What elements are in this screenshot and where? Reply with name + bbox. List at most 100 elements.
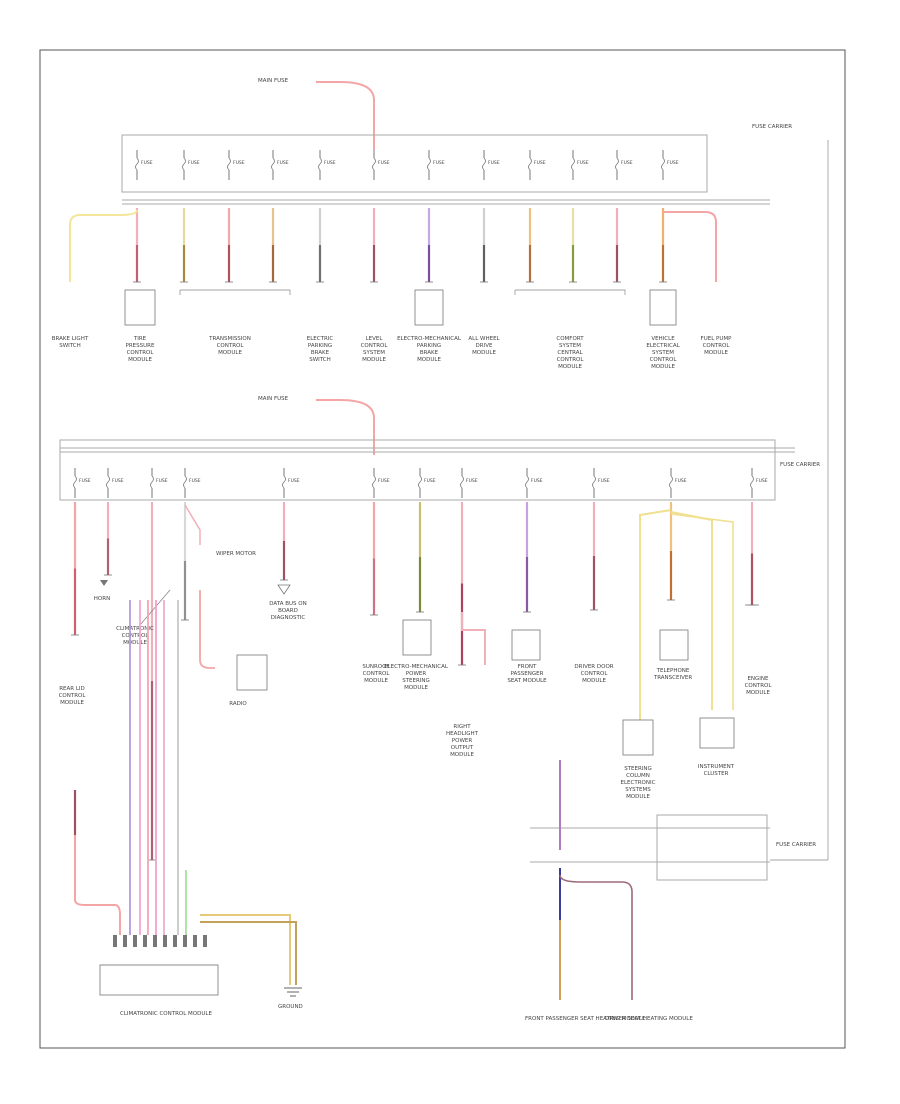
- middle-fuse-7: FUSE: [418, 468, 436, 498]
- top-fuse-5-label: FUSE: [324, 160, 336, 166]
- connector-pin-7: [173, 935, 177, 947]
- middle-box-power-steering: [402, 619, 432, 656]
- middle-feed-wire: [316, 399, 375, 455]
- top-fuse-row: FUSE FUSE FUSE FUSE FUSE FUSE FUSE FUSE FUSE FUSE…: [135, 150, 679, 180]
- top-fuse-2: FUSE: [182, 150, 200, 180]
- horn-ground-icon: [100, 580, 108, 586]
- top-fuse-6-label: FUSE: [378, 160, 390, 166]
- top-component-box-9: [649, 289, 677, 326]
- telephone-branch-wire: [639, 509, 672, 720]
- top-wire-4: [269, 208, 277, 283]
- top-wire-row: [69, 208, 717, 283]
- middle-fuse-9: FUSE: [525, 468, 543, 498]
- top-fuse-11-label: FUSE: [621, 160, 633, 166]
- connector-pin-2: [123, 935, 127, 947]
- middle-right-label: FUSE CARRIER: [780, 462, 820, 468]
- middle-wire-11: [667, 502, 675, 601]
- left-loop-wire: [74, 835, 121, 935]
- top-fuse-1-label: FUSE: [141, 160, 153, 166]
- middle-fuse-3-label: FUSE: [156, 478, 168, 484]
- middle-fuse-5: FUSE: [282, 468, 300, 498]
- middle-fuse-12-label: FUSE: [756, 478, 768, 484]
- connector-block: [99, 964, 219, 996]
- top-fuse-8: FUSE: [482, 150, 500, 180]
- top-wire-3: [225, 208, 233, 283]
- top-component-box-2: [124, 289, 156, 326]
- top-fuse-4: FUSE: [271, 150, 289, 180]
- top-wire-8: [480, 208, 488, 283]
- middle-fuse-2-label: FUSE: [112, 478, 124, 484]
- middle-wire-7: [416, 502, 424, 613]
- connector-pin-3: [133, 935, 137, 947]
- middle-fuse-6-label: FUSE: [378, 478, 390, 484]
- top-fuse-12-label: FUSE: [667, 160, 679, 166]
- top-wire-11: [613, 208, 621, 283]
- brake-light-branch-wire: [69, 209, 138, 282]
- middle-wire-3: [148, 502, 156, 861]
- middle-fuse-2: FUSE: [106, 468, 124, 498]
- wiper-motor-wire: [199, 590, 215, 669]
- top-fuse-10: FUSE: [571, 150, 589, 180]
- connector-pin-10: [203, 935, 207, 947]
- middle-box-steering-column: [622, 719, 654, 756]
- top-fuse-9: FUSE: [528, 150, 546, 180]
- top-wire-6: [370, 208, 378, 283]
- middle-fuse-1-label: FUSE: [79, 478, 91, 484]
- top-wire-10: [569, 208, 577, 283]
- middle-wire-8: [458, 502, 466, 666]
- top-wire-12: [659, 208, 667, 283]
- top-fuse-2-label: FUSE: [188, 160, 200, 166]
- middle-fuse-7-label: FUSE: [424, 478, 436, 484]
- middle-fuse-12: FUSE: [750, 468, 768, 498]
- top-fuse-7: FUSE: [427, 150, 445, 180]
- top-fuse-carrier: [121, 134, 708, 193]
- middle-box-telephone: [659, 629, 689, 661]
- middle-component-label-2: HORN: [94, 596, 110, 602]
- top-wire-2: [180, 208, 188, 283]
- middle-wire-5: [280, 502, 288, 581]
- middle-wire-12: [748, 502, 756, 606]
- middle-component-label-6: RADIO: [229, 701, 247, 707]
- middle-fuse-5-label: FUSE: [288, 478, 300, 484]
- seat-heat-label-2: DRIVER SEAT HEATING MODULE: [605, 1016, 693, 1022]
- connector-pin-9: [193, 935, 197, 947]
- engine-branch-wire-2: [670, 513, 734, 710]
- seat-heat-wire-4: [559, 874, 633, 1000]
- top-wire-9: [526, 208, 534, 283]
- power-steering-branch-wire: [461, 612, 486, 665]
- middle-fuse-carrier: [59, 439, 776, 501]
- top-fuse-12: FUSE: [661, 150, 679, 180]
- ground-wire: [200, 914, 291, 985]
- ground-wire-2: [200, 921, 297, 985]
- top-feed-wire: [316, 81, 375, 150]
- middle-fuse-row: FUSE FUSE FUSE FUSE FUSE FUSE FUSE FUSE FUSE FUSE…: [73, 468, 768, 498]
- middle-component-label-4: WIPER MOTOR: [216, 551, 256, 557]
- connector-pin-6: [163, 935, 167, 947]
- top-wire-5: [316, 208, 324, 283]
- ground-symbol: [284, 987, 302, 997]
- middle-fuse-11: FUSE: [669, 468, 687, 498]
- middle-wire-row: [71, 502, 756, 861]
- climatronic-diag-line: [139, 589, 171, 626]
- middle-fuse-8-label: FUSE: [466, 478, 478, 484]
- connector-pin-8: [183, 935, 187, 947]
- middle-feed-label: MAIN FUSE: [258, 396, 289, 402]
- middle-box-engine: [699, 717, 735, 749]
